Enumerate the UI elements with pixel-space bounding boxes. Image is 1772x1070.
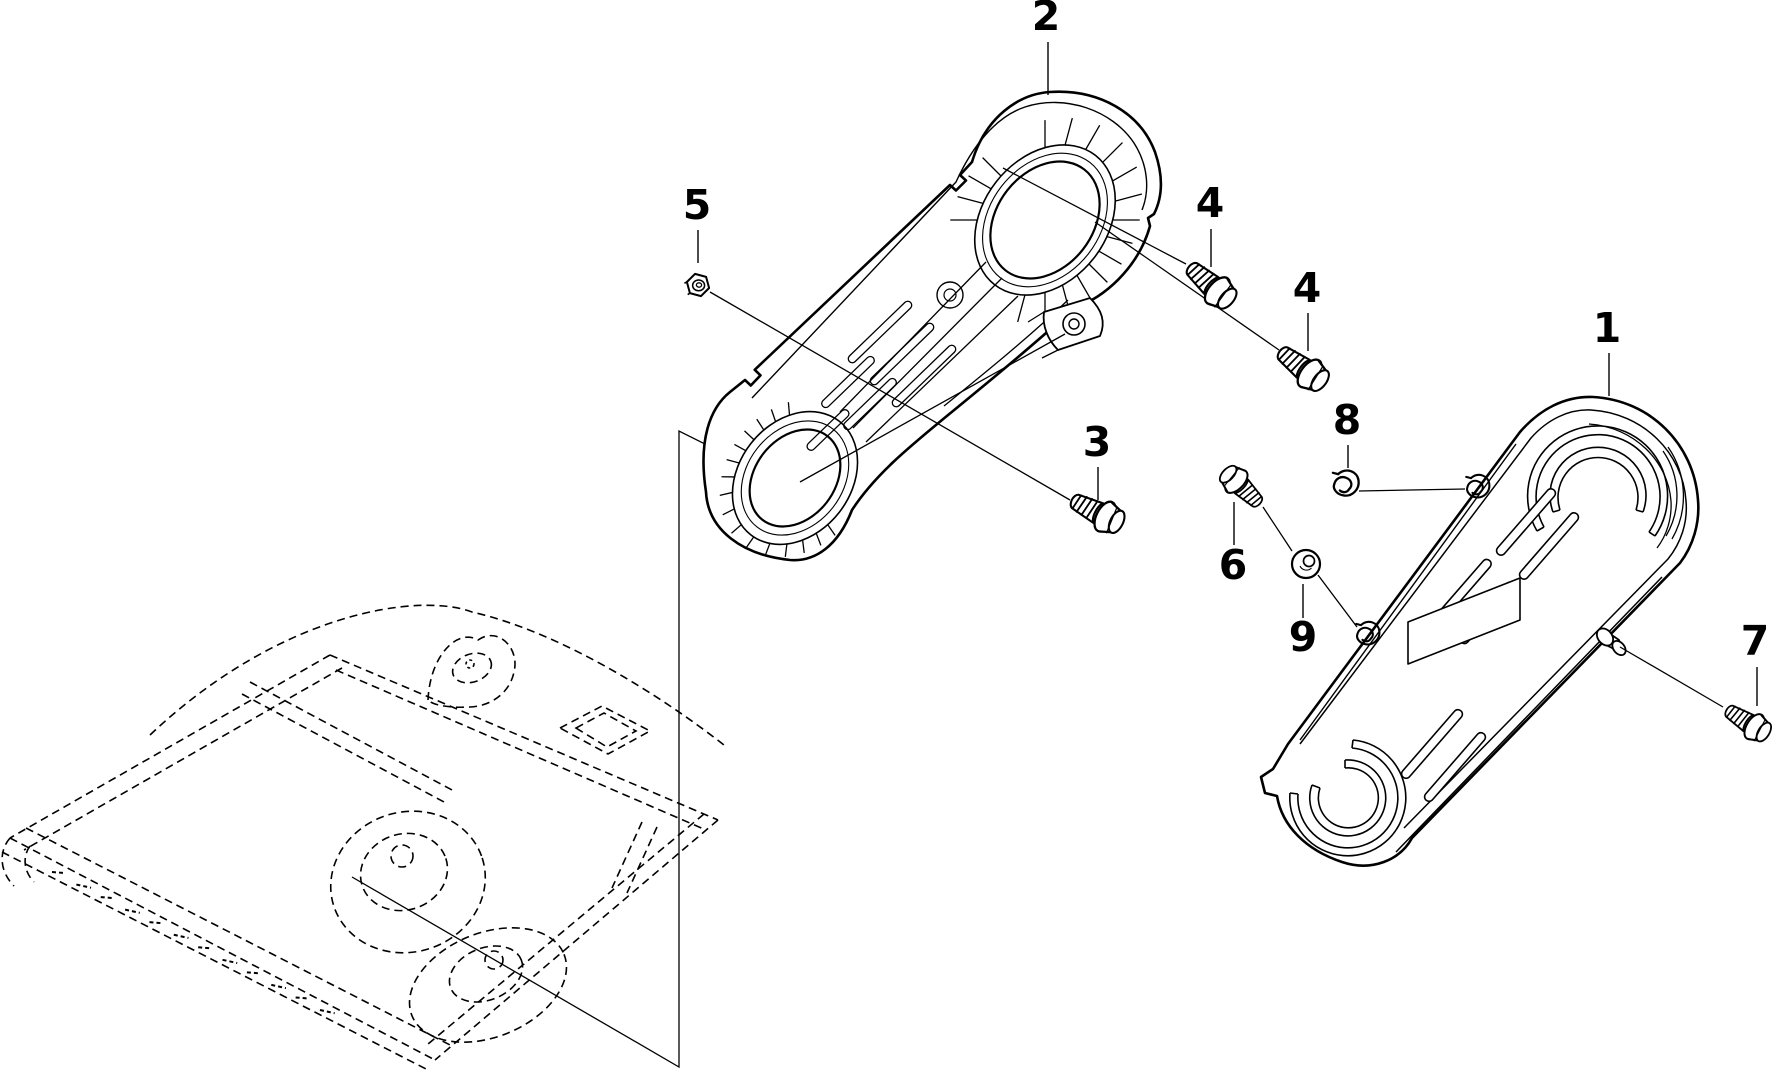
flange-bolt-icon [1269, 337, 1336, 399]
machine-chassis-outline [1, 604, 725, 1070]
callout-labels: 2 5 4 4 3 1 8 69 7 [683, 0, 1770, 665]
callout-5-label: 5 [683, 181, 712, 229]
vent-slot [1423, 731, 1487, 803]
guard-louver [806, 409, 850, 451]
shaft-boss-hole [943, 288, 957, 302]
callout-6-label: 6 [1219, 541, 1248, 589]
machine-bracket-leg [626, 826, 658, 894]
callout-2-label: 2 [1032, 0, 1061, 40]
flange-bolt-icon [1718, 696, 1772, 749]
rim-slot-arc [1662, 446, 1685, 540]
machine-pulley-shaft [390, 844, 414, 868]
fan-opening-lip [982, 152, 1108, 288]
cover-inner-rim [1588, 423, 1672, 549]
machine-plate-lip [24, 845, 35, 883]
flange-bolt-icon [1213, 458, 1271, 516]
machine-deck-rib [241, 693, 445, 803]
inner-belt-guard-inner-rim [751, 101, 1148, 399]
cover-inner-rim [1299, 409, 1688, 829]
guard-louver [869, 322, 935, 386]
shaft-boss [936, 281, 964, 309]
machine-deck-edge [9, 654, 331, 839]
inner-belt-guard [702, 90, 1163, 562]
machine-plate-front-edge [1, 851, 429, 1070]
machine-mount-pad [558, 705, 652, 755]
machine-handle-bracket [427, 634, 516, 709]
pulley-opening-ring [731, 410, 859, 546]
head-slot-arc [1549, 446, 1647, 513]
vent-slot [1518, 512, 1580, 580]
callout-leader-lines [697, 42, 1758, 706]
vent-slot [1495, 488, 1557, 556]
machine-pulley [359, 832, 449, 912]
cover-side-wall [1395, 576, 1663, 853]
assembly-axis-line [1002, 167, 1187, 265]
bracket-boss-hole [1068, 318, 1080, 330]
spring-clip-icon [1327, 464, 1364, 501]
callout-1-label: 1 [1593, 304, 1622, 352]
guard-louver [847, 300, 913, 364]
machine-plate-right-edge [434, 819, 719, 1061]
label-panel [1407, 577, 1521, 665]
machine-plate-right-edge [427, 813, 705, 1045]
machine-plate-front-edge [25, 827, 453, 1047]
machine-deck-edge [329, 654, 719, 821]
machine-pulley-housing [329, 810, 487, 954]
guard-louver [891, 344, 957, 408]
machine-bracket-leg [611, 821, 643, 889]
machine-plate-lip [1, 837, 15, 887]
callout-7-label: 7 [1741, 617, 1770, 665]
guard-louver [843, 377, 897, 431]
belt-tunnel-rib [852, 277, 1003, 429]
machine-cradle-arch [149, 604, 725, 746]
head-slot-arc [1526, 425, 1669, 537]
assembly-axis-line [1317, 574, 1358, 628]
tail-slot-arc [1309, 759, 1387, 837]
machine-handle-bracket-hole [451, 652, 493, 684]
flange-bolt-icon [1063, 484, 1131, 541]
machine-deck-rib [249, 681, 453, 791]
assembly-axis-lines [709, 167, 1724, 708]
machine-deck-edge [335, 669, 707, 831]
machine-exciter-pulley [448, 945, 524, 1003]
machine-plate-serrations [51, 871, 335, 1015]
assembly-axis-line [709, 291, 1071, 501]
outer-belt-guard-cover [1259, 395, 1700, 867]
machine-exciter-shaft [484, 950, 504, 970]
callout-8-label: 8 [1333, 396, 1362, 444]
callout-4-label: 4 [1293, 264, 1322, 312]
fan-opening [989, 160, 1101, 280]
pulley-ring-ticks [719, 402, 836, 557]
pulley-opening-lip [740, 420, 850, 536]
callout-9-label: 9 [1289, 613, 1318, 661]
machine-plate-front-edge [9, 837, 436, 1061]
assembly-axis-line [1358, 488, 1466, 492]
callout-4-label: 4 [1196, 179, 1225, 227]
assembly-axis-line [1094, 221, 1280, 351]
assembly-axis-line [799, 333, 1066, 483]
callout-3-label: 3 [1083, 418, 1112, 466]
assembly-axis-line [1619, 646, 1724, 708]
machine-exciter-housing [408, 927, 568, 1043]
belt-tunnel-rib [865, 295, 1019, 443]
guard-louver [821, 355, 875, 409]
machine-handle-bracket-pin [465, 659, 475, 669]
vent-slot [1400, 708, 1464, 780]
hex-nut-icon [683, 272, 711, 298]
tail-slot-arc [1289, 739, 1407, 857]
flange-nut-icon [1290, 548, 1322, 580]
machine-deck-edge [23, 667, 343, 851]
machine-mount-pad [574, 712, 638, 748]
assembly-axis-line [1262, 506, 1293, 552]
mounting-peg [1595, 627, 1627, 656]
